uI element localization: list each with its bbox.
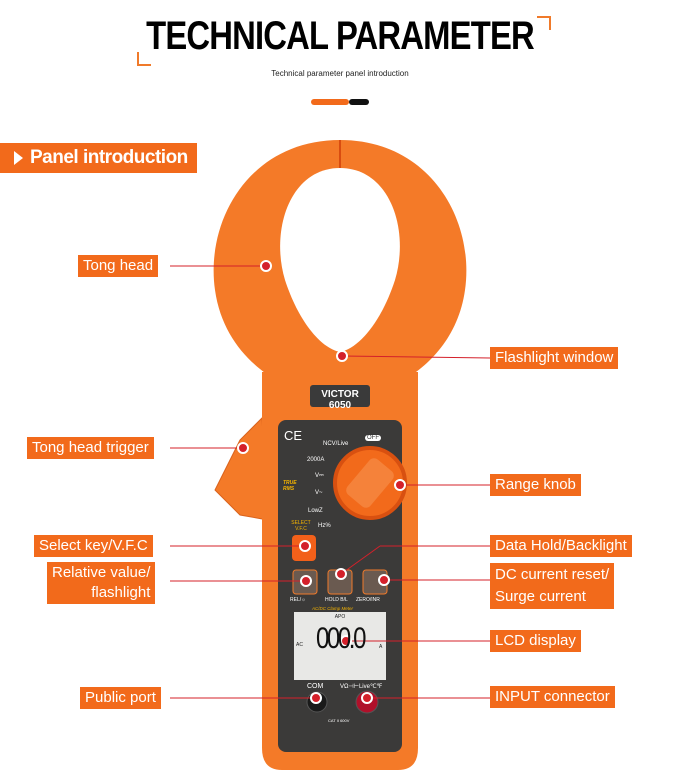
section-header: Panel introduction [0, 143, 197, 173]
cat-label: CAT II 600V [328, 718, 350, 723]
callout-tong-head: Tong head [78, 255, 159, 277]
brand-plate [310, 385, 370, 407]
btn-zero-label: ZERO/INR [356, 597, 380, 603]
callout-lcd-display: LCD display [490, 630, 581, 652]
callout-public-port: Public port [80, 687, 161, 709]
lcd-unit: A [379, 644, 383, 650]
meter-type-label: AC/DC Clamp Meter [312, 606, 354, 611]
knob-2000a: 2000A [307, 457, 325, 463]
knob-hz: Hz% [318, 523, 331, 529]
lcd-ac: AC [296, 642, 303, 648]
callout-dots [237, 260, 406, 704]
btn-rel-label: REL/☼ [290, 597, 306, 603]
callout-dc-reset: DC current reset/ Surge current [490, 563, 615, 609]
corner-decoration-right [537, 16, 551, 30]
lcd-screen [294, 612, 386, 680]
callout-relative-value: Relative value/ flashlight [47, 562, 156, 604]
divider-black [349, 99, 369, 105]
brand-label: VICTOR 6050 [321, 389, 359, 411]
input-label: VΩ⊣⊢Live℃℉ [340, 684, 383, 690]
callout-range-knob: Range knob [490, 474, 581, 496]
knob-off: OFF [365, 435, 381, 441]
callout-lines [170, 265, 491, 699]
knob-lowz: LowZ [308, 508, 323, 514]
com-label: COM [307, 683, 324, 690]
select-label: SELECT V.F.C [291, 520, 311, 532]
callout-tong-head-trigger: Tong head trigger [27, 437, 154, 459]
page-title: TECHNICAL PARAMETER [146, 14, 535, 58]
true-rms-label: TRUE RMS [283, 480, 297, 492]
callout-dc-reset-line1: DC current reset/ [495, 566, 610, 583]
callout-flashlight-window: Flashlight window [490, 347, 619, 369]
callout-data-hold: Data Hold/Backlight [490, 535, 632, 557]
knob-vac: V~ [315, 490, 323, 496]
play-triangle-icon [14, 151, 23, 165]
ce-mark: CE [284, 428, 303, 443]
callout-relative-value-line1: Relative value/ [52, 564, 151, 581]
tong-head-trigger [214, 416, 269, 521]
callout-relative-value-line2: flashlight [91, 584, 151, 601]
lcd-apo: APO [334, 614, 346, 620]
btn-hold-label: HOLD B/L [325, 597, 348, 603]
divider-orange [311, 99, 349, 105]
callout-dc-reset-line2: Surge current [495, 588, 586, 605]
knob-ncv: NCV/Live [323, 441, 349, 447]
lcd-reading: 000.0 [315, 622, 366, 655]
callout-select-key: Select key/V.F.C [34, 535, 153, 557]
corner-decoration-left [137, 52, 151, 66]
tong-opening [280, 168, 400, 352]
knob-vdc: V⎓ [315, 473, 324, 479]
page-subtitle: Technical parameter panel introduction [271, 69, 409, 78]
callout-input-connector: INPUT connector [490, 686, 615, 708]
section-title: Panel introduction [30, 147, 188, 168]
